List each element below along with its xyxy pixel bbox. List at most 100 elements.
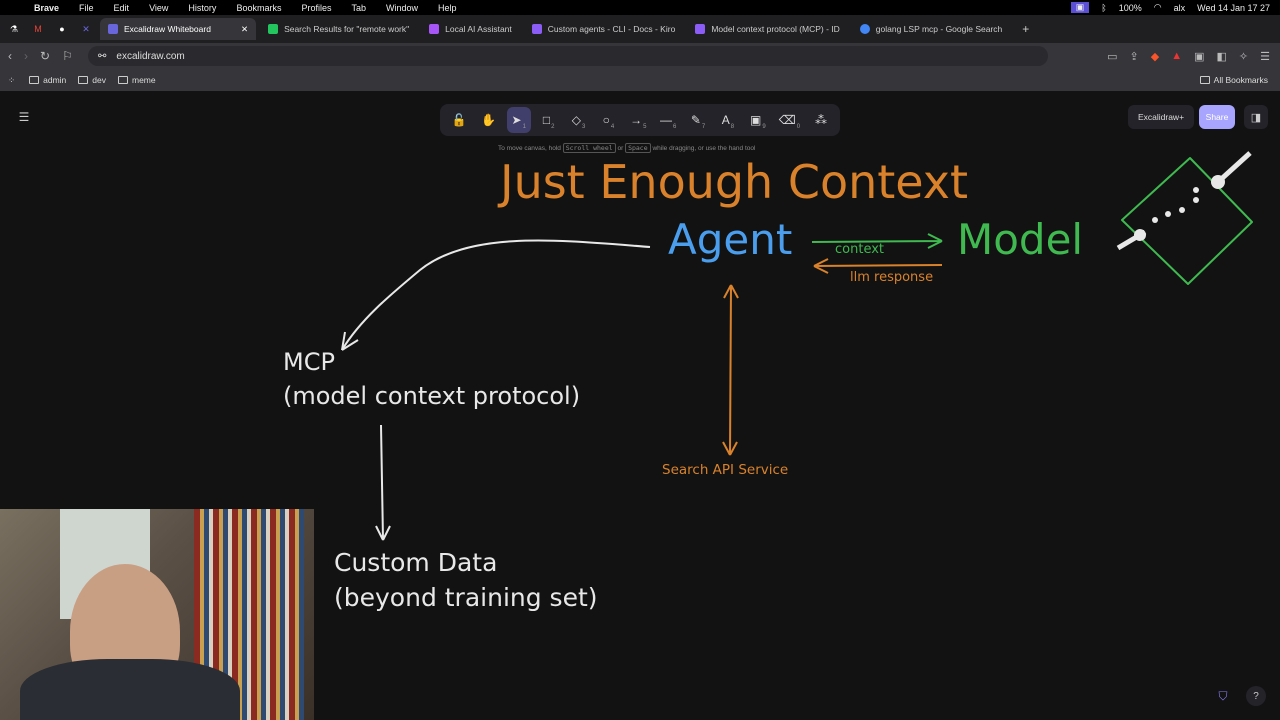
new-tab-button[interactable]: + [1022,22,1030,36]
shield-icon[interactable]: ⛉ [1218,688,1228,703]
folder-icon [118,76,128,84]
user-label[interactable]: alx [1173,2,1186,13]
bookmark-folder-admin[interactable]: admin [29,75,66,85]
menu-view[interactable]: View [149,2,169,13]
bookmark-folder-meme[interactable]: meme [118,75,156,85]
menu-bookmarks[interactable]: Bookmarks [236,2,282,13]
wifi-icon[interactable]: ◠ [1153,2,1162,12]
tool-draw[interactable]: ✎7 [686,107,710,133]
tab-local-ai[interactable]: Local AI Assistant [421,18,520,40]
arrow-mcp-to-custom [375,424,391,541]
brave-shields-icon[interactable]: ◆ [1150,50,1160,63]
shortcut-key: 7 [701,124,706,130]
tool-diamond[interactable]: ◇3 [567,107,591,133]
site-settings-icon[interactable]: ⚯ [98,50,107,62]
folder-icon [78,76,89,84]
tab-google[interactable]: golang LSP mcp - Google Search [852,18,1010,40]
bluetooth-icon[interactable]: ᛒ [1101,2,1107,13]
tool-image[interactable]: ▣9 [746,107,770,133]
drawing-title[interactable]: Just Enough Context [500,155,969,209]
tab-label: Excalidraw Whiteboard [124,24,211,34]
url-field[interactable]: ⚯excalidraw.com [88,46,1048,66]
share-button[interactable]: Share [1199,105,1235,129]
tab-bar: ⚗ M ● ✕ Excalidraw Whiteboard ✕ Search Re… [0,15,1280,43]
menu-edit[interactable]: Edit [113,2,130,13]
tool-eraser[interactable]: ⌫0 [776,107,803,133]
tool-line[interactable]: —6 [656,107,680,133]
main-menu-button[interactable]: ☰ [18,110,30,124]
eraser-icon: ⌫ [778,113,796,127]
folder-label: meme [132,75,156,85]
brave-rewards-icon[interactable]: ▲ [1171,49,1183,62]
tool-arrow[interactable]: →5 [626,107,650,133]
sidebar-icon[interactable]: ◧ [1216,50,1227,63]
screen-share-icon[interactable]: ▣ [1070,2,1090,13]
battery-label[interactable]: 100% [1118,2,1142,13]
menu-file[interactable]: File [79,2,94,13]
custom-data-subtitle[interactable]: (beyond training set) [334,583,598,612]
tool-extra-tools[interactable]: ⁂ [809,107,833,133]
menu-icon[interactable]: ☰ [1260,50,1270,63]
bookmark-icon[interactable]: ⚐ [62,49,73,63]
tool-ellipse[interactable]: ○4 [596,107,620,133]
close-tab-icon[interactable]: ✕ [240,23,249,34]
wallet-icon[interactable]: ▣ [1194,50,1205,63]
model-label[interactable]: Model [957,215,1084,264]
llm-response-label[interactable]: llm response [850,270,934,285]
arrow-mcp-head [341,331,359,351]
menu-history[interactable]: History [188,2,217,13]
library-button[interactable]: ◨ [1244,105,1268,129]
custom-data-label[interactable]: Custom Data [334,548,498,577]
pinned-tab-flask[interactable]: ⚗ [9,23,19,34]
cast-icon[interactable]: ▭ [1107,50,1118,63]
apps-icon[interactable]: ⁘ [8,74,16,85]
tab-search-results[interactable]: Search Results for "remote work" [260,18,417,40]
all-bookmarks[interactable]: All Bookmarks [1199,75,1268,85]
help-button[interactable]: ? [1246,686,1266,706]
shortcut-key: 5 [643,124,647,130]
selection-icon: ➤ [511,113,522,127]
reload-icon[interactable]: ↻ [40,49,51,63]
back-icon[interactable]: ‹ [8,49,12,63]
pinned-tab-excalidraw[interactable]: ✕ [82,23,90,34]
webcam-overlay [0,509,314,720]
menu-profiles[interactable]: Profiles [301,2,332,13]
tab-excalidraw[interactable]: Excalidraw Whiteboard ✕ [100,18,257,40]
tab-mcp[interactable]: Model context protocol (MCP) - ID [687,18,847,40]
shortcut-key: 1 [522,124,526,130]
tab-kiro[interactable]: Custom agents - CLI - Docs - Kiro [524,18,684,40]
folder-label: admin [43,75,67,85]
tool-hand[interactable]: ✋ [477,107,501,133]
tab-favicon [531,24,542,34]
diamond-icon: ◇ [571,113,581,127]
search-api-label[interactable]: Search API Service [662,462,789,478]
menu-tab[interactable]: Tab [351,2,366,13]
shortcut-key: 9 [762,124,766,130]
bookmarks-bar: ⁘ admin dev meme All Bookmarks [0,69,1280,91]
agent-label[interactable]: Agent [668,215,793,264]
shortcut-key: 6 [673,124,677,130]
tool-selection[interactable]: ➤1 [506,107,531,133]
tab-label: golang LSP mcp - Google Search [875,24,1003,34]
google-icon [859,24,870,34]
bookmark-folder-dev[interactable]: dev [78,75,106,85]
menu-help[interactable]: Help [438,2,457,13]
tab-label: Search Results for "remote work" [284,24,410,34]
share-icon[interactable]: ⇪ [1129,50,1139,63]
leo-ai-icon[interactable]: ✧ [1238,50,1249,63]
menu-window[interactable]: Window [385,2,418,13]
pinned-tab-github[interactable]: ● [59,24,65,34]
clock[interactable]: Wed 14 Jan 17 27 [1197,2,1270,13]
forward-icon[interactable]: › [24,49,28,63]
arrow-icon: → [630,113,643,127]
mcp-subtitle[interactable]: (model context protocol) [283,382,581,410]
mcp-label[interactable]: MCP [283,348,335,376]
menu-app[interactable]: Brave [34,2,60,13]
excalidraw-plus-button[interactable]: Excalidraw+ [1128,105,1194,129]
tool-rectangle[interactable]: □2 [537,107,561,133]
pinned-tab-gmail[interactable]: M [34,24,42,34]
context-label[interactable]: context [835,242,884,257]
tool-lock[interactable]: 🔓 [447,107,471,133]
